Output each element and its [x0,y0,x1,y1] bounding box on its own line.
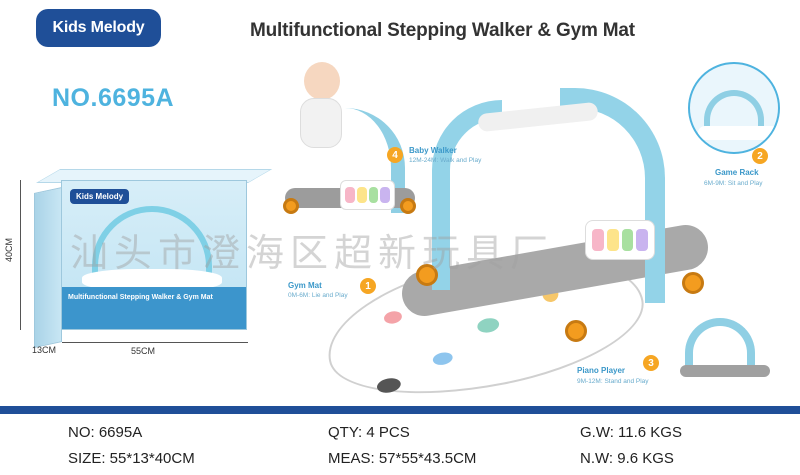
feature-number-badge: 1 [360,278,376,294]
mat-pattern [375,376,402,395]
spec-quantity: QTY: 4 PCS [328,424,410,441]
feature-title: Piano Player [577,366,626,375]
package-height: 40CM [4,238,14,263]
brand-logo: Kids Melody [36,9,161,47]
gym-piano-art [585,220,655,260]
page-title: Multifunctional Stepping Walker & Gym Ma… [250,20,635,41]
piano-player-arch-art [685,318,755,373]
feature-subtitle: 9M-12M: Stand and Play [577,378,649,385]
watermark-text: 汕头市澄海区超新玩具厂 [70,231,555,275]
mat-pattern [476,316,501,335]
package-mat-art [82,269,222,291]
spec-size: SIZE: 55*13*40CM [68,450,195,467]
piano-key [606,229,619,251]
feature-number-badge: 3 [643,355,659,371]
wheel-art [682,272,704,294]
game-rack-arch-art [704,90,764,130]
walker-piano-art [340,180,395,210]
mat-pattern [431,350,454,367]
package-box-side [34,187,62,348]
model-number: NO.6695A [52,84,175,112]
feature-number-badge: 4 [387,147,403,163]
piano-key [356,187,367,203]
package-box: Kids Melody Multifunctional Stepping Wal… [61,180,247,330]
wheel-art [400,198,416,214]
height-dimension-line [20,180,21,330]
baby-body-art [300,98,342,148]
feature-number-badge: 2 [752,148,768,164]
piano-key [380,187,390,203]
piano-key [636,229,648,251]
piano-key [368,187,379,203]
spec-number: NO: 6695A [68,424,143,441]
spec-net-weight: N.W: 9.6 KGS [580,450,674,467]
package-logo: Kids Melody [70,189,130,204]
wheel-art [283,198,299,214]
game-rack-inset [688,62,780,154]
wheel-art [416,264,438,286]
brand-logo-text: Kids Melody [52,19,145,36]
feature-title: Gym Mat [288,281,322,290]
package-depth: 13CM [32,345,57,355]
game-rack-mat-art [698,126,778,140]
feature-subtitle: 12M-24M: Walk and Play [409,157,482,164]
feature-subtitle: 0M-6M: Lie and Play [288,292,348,299]
feature-title: Game Rack [715,168,759,177]
feature-subtitle: 6M-9M: Sit and Play [704,180,763,187]
spec-measurement: MEAS: 57*55*43.5CM [328,450,477,467]
package-title: Multifunctional Stepping Walker & Gym Ma… [68,294,213,301]
baby-head-art [304,62,340,100]
width-dimension-line [62,342,248,343]
feature-title: Baby Walker [409,146,457,155]
piano-key [345,187,355,203]
package-width: 55CM [131,346,156,356]
package-band [62,287,246,329]
wheel-art [565,320,587,342]
spec-gross-weight: G.W: 11.6 KGS [580,424,682,441]
mat-pattern [382,309,403,326]
footer-divider [0,406,800,414]
piano-key [592,229,604,251]
piano-player-base-art [680,365,770,377]
piano-key [621,229,634,251]
